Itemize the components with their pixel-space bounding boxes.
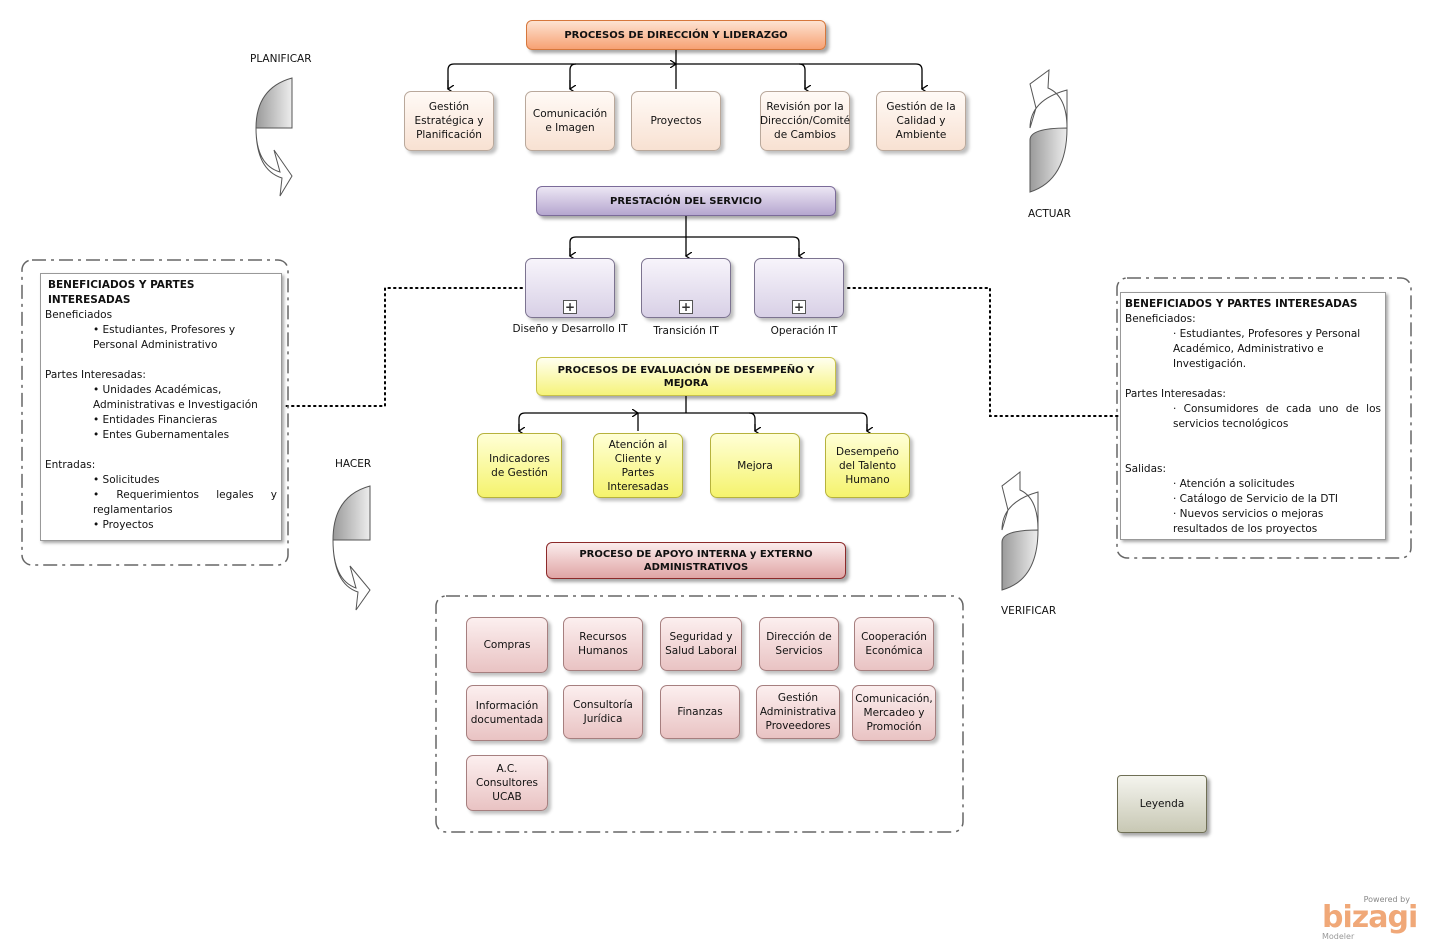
beneficiary-item: · Estudiantes, Profesores y Personal Aca… [1173, 328, 1361, 370]
right-stakeholders-panel[interactable]: BENEFICIADOS Y PARTES INTERESADAS Benefi… [1120, 292, 1386, 540]
cycle-arrow-do [332, 485, 371, 611]
expand-icon[interactable]: + [563, 300, 577, 314]
left-stakeholders-panel[interactable]: BENEFICIADOS Y PARTES INTERESADAS Benefi… [40, 273, 282, 541]
process-revision-direccion[interactable]: Revisión por la Dirección/Comité de Camb… [760, 91, 850, 151]
cycle-arrow-check [1001, 470, 1039, 591]
input-item: • Solicitudes [93, 474, 160, 486]
input-item: • Proyectos [93, 519, 154, 531]
legend-box[interactable]: Leyenda [1117, 775, 1207, 833]
stakeholders-label: Partes Interesadas: [45, 369, 146, 381]
cycle-label-do: HACER [335, 458, 372, 470]
direction-header: PROCESOS DE DIRECCIÓN Y LIDERAZGO [526, 20, 826, 50]
process-proyectos[interactable]: Proyectos [631, 91, 721, 151]
support-direccion-servicios[interactable]: Dirección de Servicios [759, 617, 839, 671]
subprocess-transicion[interactable]: + [641, 258, 731, 318]
subprocess-label: Diseño y Desarrollo IT [512, 323, 628, 335]
service-connectors [570, 216, 799, 256]
support-header: PROCESO DE APOYO INTERNA y EXTERNO ADMIN… [546, 542, 846, 579]
cycle-label-plan: PLANIFICAR [250, 53, 312, 65]
panel-title: BENEFICIADOS Y PARTES INTERESADAS [1125, 298, 1358, 310]
powered-by-text: Powered by [1363, 895, 1410, 904]
beneficiaries-label: Beneficiados: [1125, 313, 1196, 325]
evaluation-header: PROCESOS DE EVALUACIÓN DE DESEMPEÑO Y ME… [536, 357, 836, 396]
process-gestion-estrategica[interactable]: Gestión Estratégica y Planificación [404, 91, 494, 151]
support-seguridad-salud[interactable]: Seguridad y Salud Laboral [660, 617, 742, 671]
support-comunicacion-mercadeo[interactable]: Comunicación, Mercadeo y Promoción [852, 685, 936, 741]
process-indicadores[interactable]: Indicadores de Gestión [477, 433, 562, 498]
group-containers [21, 259, 1412, 833]
support-informacion-documentada[interactable]: Información documentada [466, 685, 548, 741]
process-comunicacion-imagen[interactable]: Comunicación e Imagen [525, 91, 615, 151]
output-item: · Atención a solicitudes [1173, 478, 1295, 490]
process-mejora[interactable]: Mejora [710, 433, 800, 498]
cycle-arrow-plan [255, 77, 293, 197]
stakeholders-label: Partes Interesadas: [1125, 388, 1226, 400]
inputs-label: Entradas: [45, 459, 96, 471]
stakeholder-item: · Consumidores de cada uno de los servic… [1173, 403, 1381, 430]
support-cooperacion-economica[interactable]: Cooperación Económica [854, 617, 934, 671]
input-item: • Requerimientos legales y reglamentario… [93, 489, 277, 516]
stakeholder-item: • Entes Gubernamentales [93, 429, 230, 441]
support-finanzas[interactable]: Finanzas [660, 685, 740, 739]
panel-title: BENEFICIADOS Y PARTES INTERESADAS [48, 279, 195, 306]
expand-icon[interactable]: + [679, 300, 693, 314]
outputs-label: Salidas: [1125, 463, 1167, 475]
stakeholder-item: • Entidades Financieras [93, 414, 218, 426]
support-compras[interactable]: Compras [466, 617, 548, 673]
direction-connectors [448, 50, 922, 89]
association-lines [282, 287, 1119, 417]
subprocess-label: Operación IT [770, 325, 838, 337]
brand-name: bizagi [1322, 900, 1418, 935]
beneficiaries-label: Beneficiados [45, 309, 113, 321]
stakeholder-item: • Unidades Académicas, Administrativas e… [93, 384, 258, 411]
process-gestion-calidad[interactable]: Gestión de la Calidad y Ambiente [876, 91, 966, 151]
support-gestion-proveedores[interactable]: Gestión Administrativa Proveedores [756, 685, 840, 739]
support-recursos-humanos[interactable]: Recursos Humanos [563, 617, 643, 671]
service-header: PRESTACIÓN DEL SERVICIO [536, 186, 836, 216]
subprocess-label: Transición IT [653, 325, 719, 337]
cycle-label-act: ACTUAR [1028, 208, 1071, 220]
product-name: Modeler [1322, 932, 1355, 941]
expand-icon[interactable]: + [792, 300, 806, 314]
cycle-label-check: VERIFICAR [1001, 605, 1057, 617]
subprocess-operacion[interactable]: + [754, 258, 844, 318]
cycle-arrow-act [1029, 68, 1068, 193]
beneficiary-item: • Estudiantes, Profesores y Personal Adm… [93, 324, 236, 351]
process-desempeno-talento[interactable]: Desempeño del Talento Humano [825, 433, 910, 498]
process-atencion-cliente[interactable]: Atención al Cliente y Partes Interesadas [593, 433, 683, 498]
bizagi-logo: Powered by bizagi Modeler [1322, 895, 1418, 941]
output-item: · Catálogo de Servicio de la DTI [1173, 493, 1338, 505]
evaluation-connectors [519, 396, 867, 431]
support-consultoria-juridica[interactable]: Consultoría Jurídica [563, 685, 643, 739]
output-item: · Nuevos servicios o mejoras resultados … [1173, 508, 1324, 535]
subprocess-diseno-desarrollo[interactable]: + [525, 258, 615, 318]
support-ac-consultores[interactable]: A.C. Consultores UCAB [466, 755, 548, 811]
